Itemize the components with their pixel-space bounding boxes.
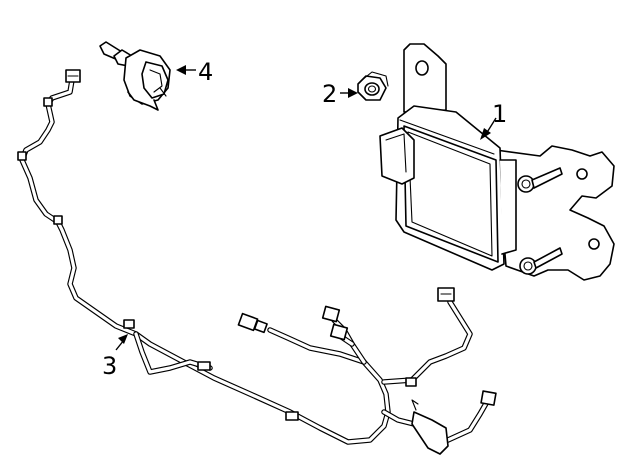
arrow-icon [480, 128, 491, 140]
sensor-connector-icon [99, 41, 171, 111]
callout-4: 4 [176, 58, 213, 86]
callout-label-3: 3 [102, 352, 117, 380]
arrow-icon [118, 334, 128, 344]
wiring-harness-icon [17, 69, 497, 455]
callout-2: 2 [322, 80, 358, 108]
callout-3: 3 [102, 334, 128, 380]
callout-label-2: 2 [322, 80, 337, 108]
hex-nut-icon [357, 71, 389, 101]
arrow-icon [176, 65, 186, 75]
callout-1: 1 [480, 100, 507, 140]
control-module-icon [379, 43, 615, 281]
callout-label-4: 4 [198, 58, 213, 86]
callout-label-1: 1 [492, 100, 507, 128]
arrow-icon [348, 88, 358, 98]
